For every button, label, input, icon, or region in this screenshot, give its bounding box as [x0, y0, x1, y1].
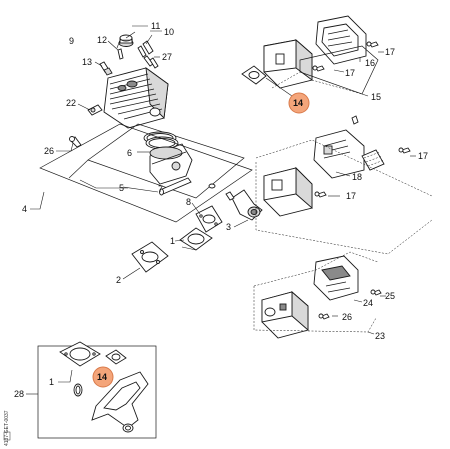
- screw-part-12[interactable]: [117, 48, 124, 60]
- callout-24[interactable]: 24: [363, 298, 373, 308]
- decompression-valve-part-22[interactable]: [87, 104, 103, 116]
- muffler-1-group: [241, 15, 384, 97]
- cylinder-gasket-part-1[interactable]: [179, 227, 213, 251]
- callout-14a[interactable]: 14: [293, 98, 303, 108]
- callout-14b[interactable]: 14: [97, 372, 107, 382]
- callout-26b[interactable]: 26: [342, 312, 352, 322]
- callout-17a[interactable]: 17: [385, 47, 395, 57]
- gasket-part-8[interactable]: [195, 205, 223, 233]
- callout-17b[interactable]: 17: [345, 68, 355, 78]
- muffler-1-outline: [299, 45, 379, 95]
- callout-2[interactable]: 2: [116, 275, 121, 285]
- screw-part-26b[interactable]: [318, 313, 330, 320]
- cylinder-group: [56, 25, 245, 199]
- muffler-cover-part-24[interactable]: [313, 255, 359, 301]
- gasket-set-inset: [26, 341, 157, 439]
- screw-part-26a[interactable]: [69, 136, 82, 148]
- callout-8[interactable]: 8: [186, 197, 191, 207]
- callout-25[interactable]: 25: [385, 291, 395, 301]
- callout-11[interactable]: 11: [151, 21, 160, 31]
- screw-part-17b[interactable]: [312, 65, 325, 72]
- callout-16[interactable]: 16: [365, 58, 375, 68]
- piston-group: [122, 131, 216, 196]
- callout-6[interactable]: 6: [127, 148, 132, 158]
- muffler-cover-part-mid[interactable]: [313, 129, 365, 179]
- piston-part[interactable]: [149, 143, 193, 185]
- side-code: 4137-GET-0037: [4, 410, 10, 446]
- cylinder-kit-outline: [39, 123, 253, 223]
- inset-oring-part[interactable]: [73, 383, 83, 397]
- muffler-cover-part-16[interactable]: [315, 15, 367, 65]
- clamp-part[interactable]: [225, 191, 235, 201]
- callout-labels: 11 9 12 10 27 13 22 26 6 5 7 4 8 1 3 2 1…: [14, 21, 428, 399]
- piston-rings-part[interactable]: [143, 131, 179, 150]
- callout-27[interactable]: 27: [162, 52, 172, 62]
- flange-part-2[interactable]: [131, 241, 169, 273]
- callout-4[interactable]: 4: [22, 204, 27, 214]
- screw-part-25[interactable]: [370, 289, 382, 296]
- piston-pin-part[interactable]: [159, 177, 192, 196]
- spark-arrestor-part-18[interactable]: [361, 149, 385, 171]
- callout-17c[interactable]: 17: [418, 151, 428, 161]
- side-code-mark: [3, 431, 11, 441]
- callout-22[interactable]: 22: [66, 98, 76, 108]
- callout-23[interactable]: 23: [375, 331, 385, 341]
- callout-1b[interactable]: 1: [49, 377, 54, 387]
- piston-kit-outline: [87, 123, 245, 199]
- intake-group: [122, 189, 263, 280]
- callout-18[interactable]: 18: [352, 172, 362, 182]
- inset-gasket-part-small[interactable]: [105, 349, 127, 365]
- plug-part-11[interactable]: [118, 34, 134, 47]
- cylinder-body[interactable]: [103, 67, 169, 129]
- muffler-body-part-mid[interactable]: [263, 166, 313, 217]
- muffler-body-part[interactable]: [263, 39, 313, 89]
- inset-ring-part[interactable]: [122, 423, 134, 433]
- inset-frame: [37, 345, 157, 439]
- highlight-circle-14b[interactable]: [92, 366, 114, 388]
- muffler-2-group: [255, 115, 433, 255]
- highlight-circle-14a[interactable]: [288, 92, 310, 114]
- screw-part-17d[interactable]: [314, 191, 327, 198]
- callout-7[interactable]: 7: [158, 184, 163, 194]
- callout-5[interactable]: 5: [119, 183, 124, 193]
- callout-28[interactable]: 28: [14, 389, 24, 399]
- stud-part-27[interactable]: [143, 55, 159, 69]
- callout-10[interactable]: 10: [164, 27, 174, 37]
- screw-part-17a[interactable]: [366, 41, 379, 48]
- screw-part-mid-top[interactable]: [351, 115, 359, 125]
- callout-13[interactable]: 13: [82, 57, 92, 67]
- stud-part-10[interactable]: [137, 40, 154, 58]
- callout-17d[interactable]: 17: [346, 191, 356, 201]
- inset-cylinder-gasket-part-1[interactable]: [59, 341, 101, 367]
- callout-3[interactable]: 3: [226, 222, 231, 232]
- gasket-part-14a[interactable]: [241, 65, 267, 85]
- callout-9[interactable]: 9: [69, 36, 74, 46]
- muffler-body-part-23[interactable]: [261, 291, 309, 339]
- callout-12[interactable]: 12: [97, 35, 107, 45]
- muffler-3-group: [253, 251, 386, 339]
- inset-muffler-gasket-part[interactable]: [91, 371, 149, 429]
- callout-15[interactable]: 15: [371, 92, 381, 102]
- circlip-part[interactable]: [208, 183, 216, 189]
- intake-manifold-part-3[interactable]: [231, 189, 263, 221]
- screw-part-17c[interactable]: [398, 147, 411, 154]
- callout-1a[interactable]: 1: [170, 236, 175, 246]
- callout-26a[interactable]: 26: [44, 146, 54, 156]
- spark-plug-part-13[interactable]: [99, 61, 113, 76]
